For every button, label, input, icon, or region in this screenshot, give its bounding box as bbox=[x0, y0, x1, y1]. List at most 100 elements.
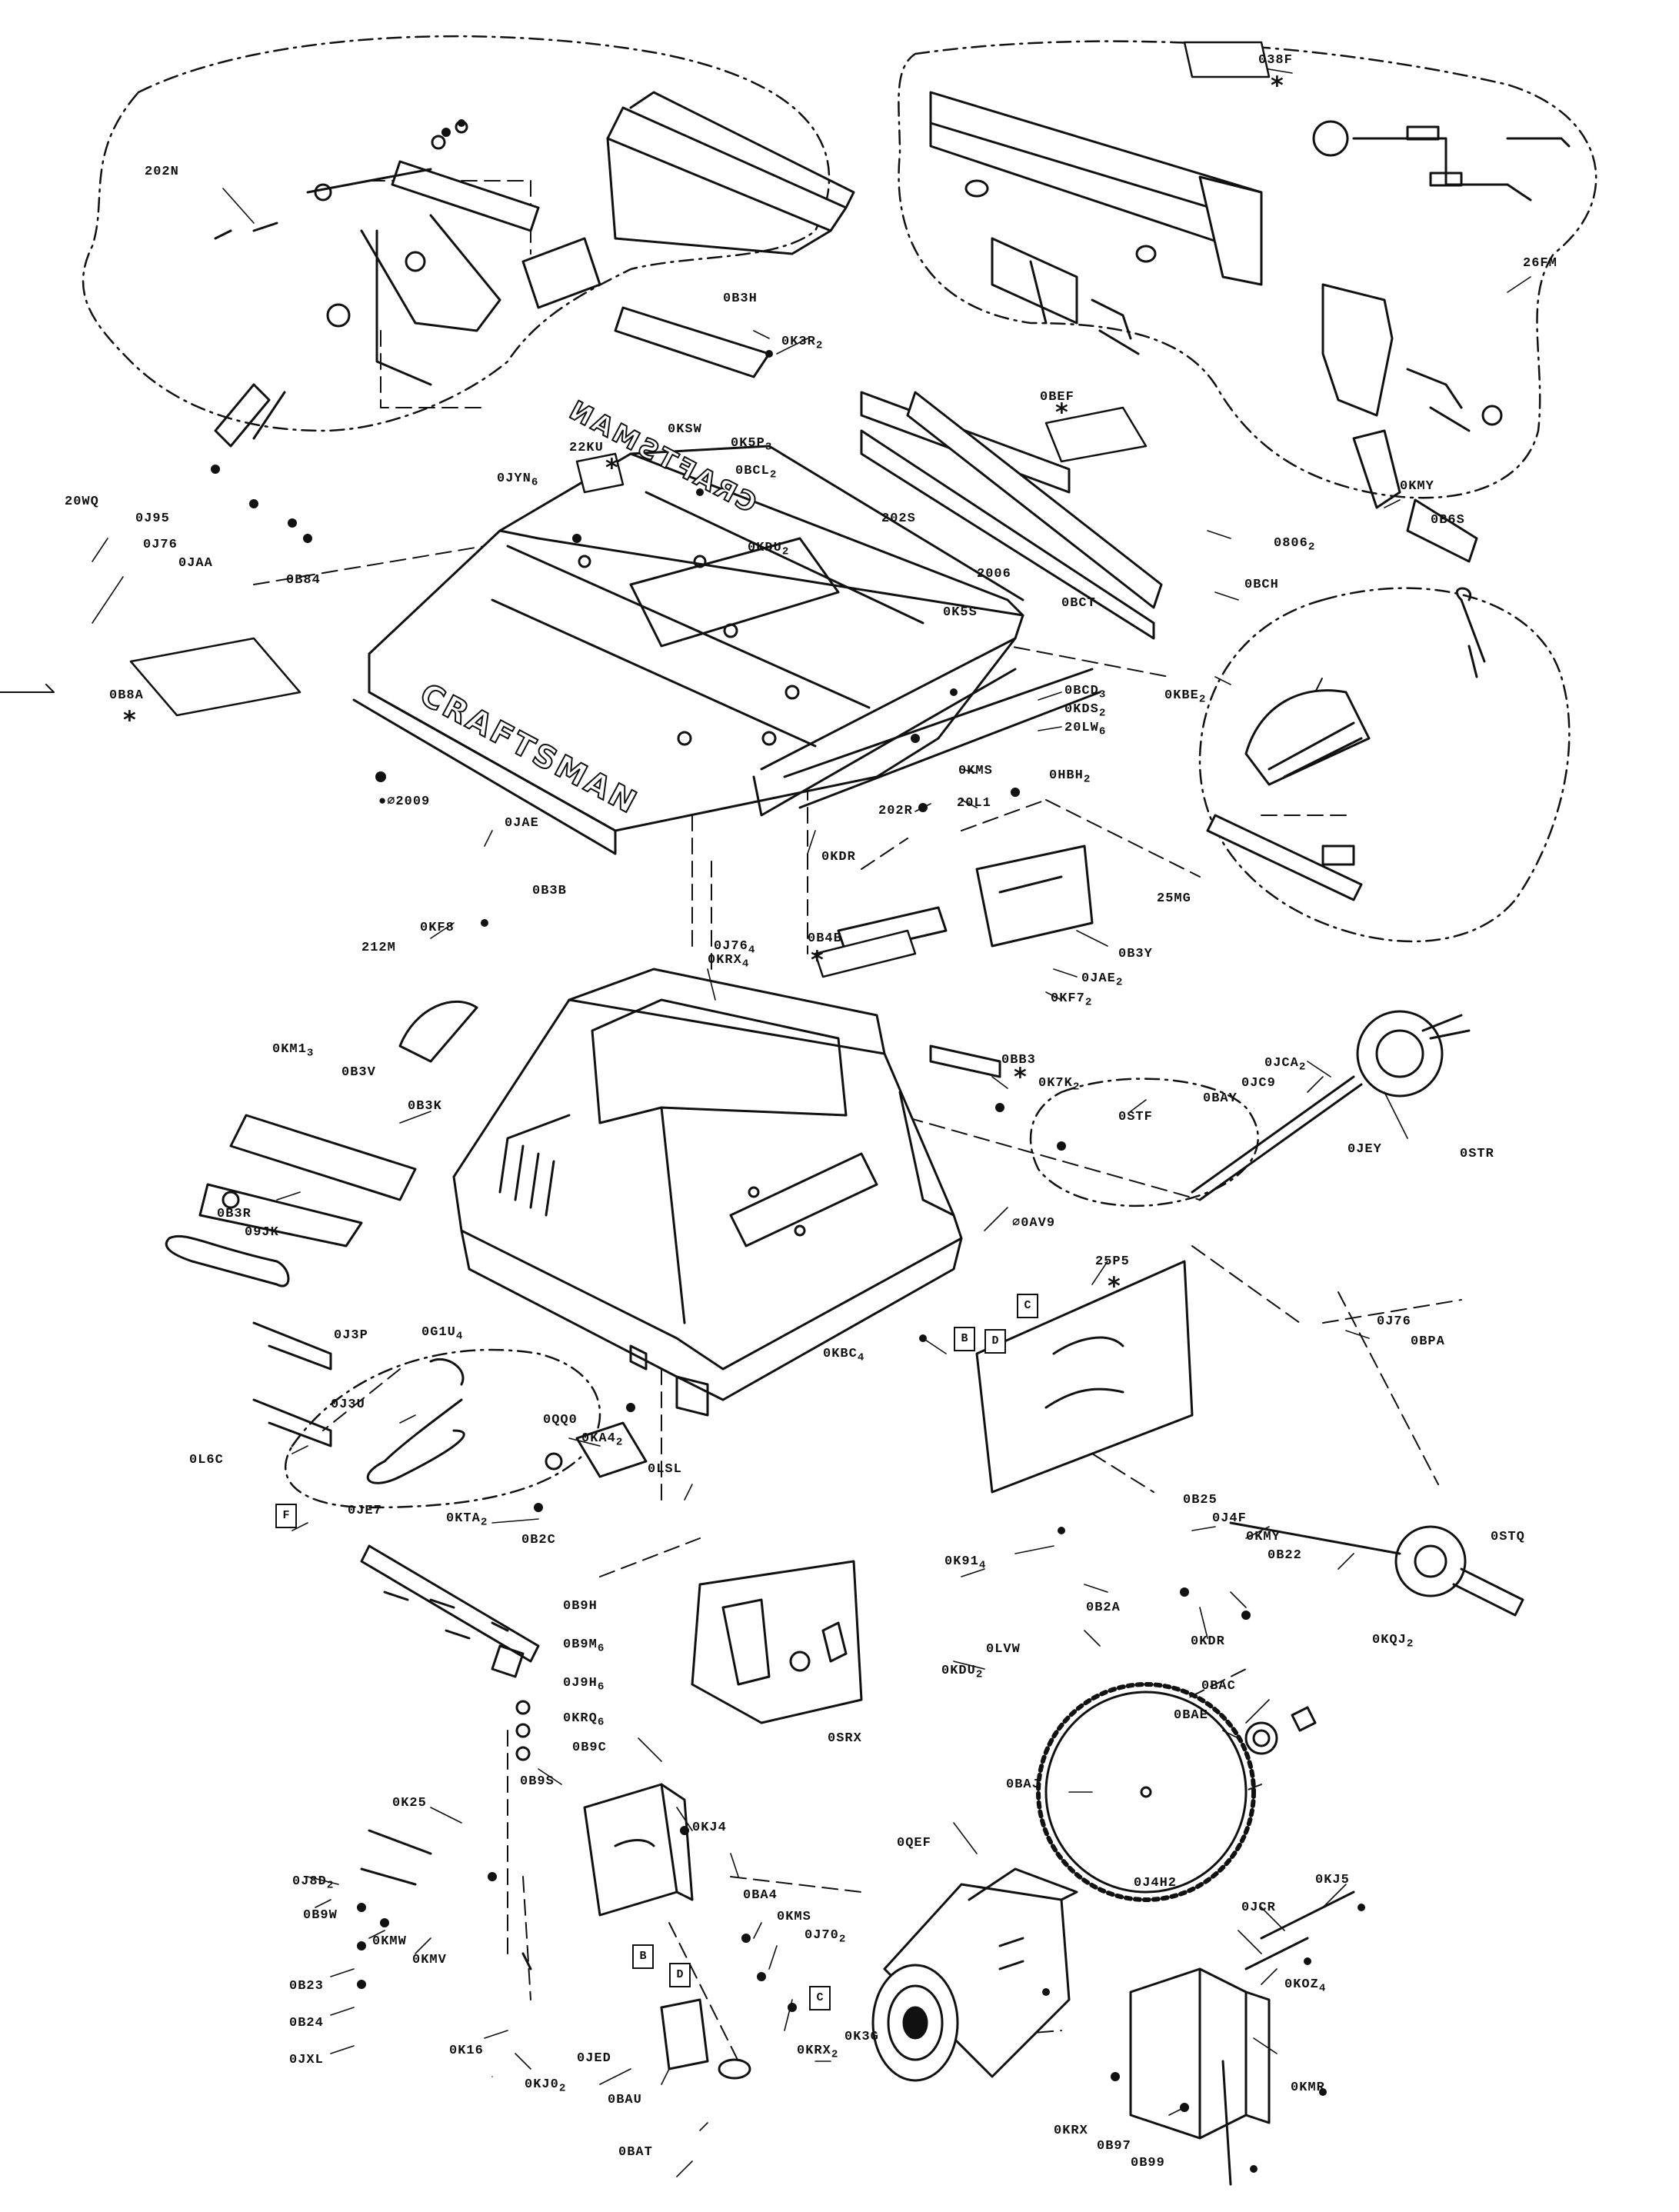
part-label-0KJ0: 0KJ02 bbox=[525, 2077, 567, 2095]
part-label-0SRX: 0SRX bbox=[828, 1731, 862, 1746]
part-label-0J70: 0J702 bbox=[805, 1928, 847, 1946]
part-label-0STR: 0STR bbox=[1460, 1147, 1494, 1161]
part-label-0KDR-a: 0KDR bbox=[821, 850, 856, 864]
part-label-0KM1: 0KM13 bbox=[272, 1042, 315, 1060]
part-label-0BCH: 0BCH bbox=[1244, 578, 1279, 592]
part-label-0KJ5: 0KJ5 bbox=[1315, 1873, 1350, 1887]
note-star-0B4B: * bbox=[811, 945, 824, 974]
part-label-0JAE: 0JAE bbox=[505, 816, 539, 831]
part-label-0KDR-b: 0KDR bbox=[1191, 1634, 1225, 1649]
marker-box-b-lower: B bbox=[632, 1944, 654, 1969]
part-label-2006: 2006 bbox=[977, 567, 1011, 581]
blade-guard-and-plates bbox=[165, 844, 1194, 1494]
part-label-0K3R: 0K3R2 bbox=[781, 335, 824, 352]
part-label-0B6S: 0B6S bbox=[1431, 513, 1465, 528]
part-label-212M: 212M bbox=[361, 941, 396, 955]
part-label-0KRX-b: 0KRX bbox=[1054, 2124, 1088, 2138]
assembly-outline-26FM bbox=[898, 40, 1597, 499]
part-label-0B99: 0B99 bbox=[1131, 2156, 1165, 2170]
part-label-0BAJ: 0BAJ bbox=[1006, 1777, 1041, 1792]
part-label-0B8A: 0B8A bbox=[109, 688, 144, 703]
part-label-038F: 038F bbox=[1258, 53, 1293, 68]
part-label-0KMS-a: 0KMS bbox=[958, 764, 993, 778]
part-label-0STF: 0STF bbox=[1118, 1110, 1153, 1124]
fence-rails bbox=[614, 306, 1163, 809]
part-label-0B3R: 0B3R bbox=[217, 1207, 252, 1221]
part-label-0L6C: 0L6C bbox=[189, 1453, 224, 1467]
part-label-22KU: 22KU bbox=[569, 441, 604, 455]
marker-box-c-lower: C bbox=[809, 1986, 831, 2010]
part-label-0B9M: 0B9M6 bbox=[563, 1637, 605, 1655]
part-label-0HBH: 0HBH2 bbox=[1049, 768, 1091, 786]
part-label-0JCA: 0JCA2 bbox=[1264, 1056, 1307, 1074]
part-label-25P5: 25P5 bbox=[1095, 1254, 1130, 1269]
part-label-0B22: 0B22 bbox=[1268, 1548, 1302, 1563]
part-label-0BCT: 0BCT bbox=[1061, 596, 1096, 611]
part-label-0B9S: 0B9S bbox=[520, 1774, 555, 1789]
part-label-0JAA: 0JAA bbox=[178, 556, 213, 571]
part-label-09JK: 09JK bbox=[245, 1225, 279, 1240]
part-label-0B97: 0B97 bbox=[1097, 2139, 1131, 2154]
note-star-0BB3: * bbox=[1014, 1062, 1027, 1091]
part-label-0AV9: ∅0AV9 bbox=[1012, 1216, 1056, 1231]
part-label-0G1U: 0G1U4 bbox=[421, 1325, 464, 1343]
part-label-0B9W: 0B9W bbox=[303, 1908, 338, 1923]
table-top bbox=[352, 445, 1024, 855]
part-label-0KF7: 0KF72 bbox=[1051, 991, 1093, 1009]
part-label-0BCD: 0BCD3 bbox=[1064, 684, 1107, 701]
part-label-0JAE-2: 0JAE2 bbox=[1081, 971, 1124, 989]
switch-assembly-group bbox=[929, 91, 1571, 563]
part-label-0B2A: 0B2A bbox=[1086, 1601, 1121, 1615]
part-label-0K5S: 0K5S bbox=[943, 605, 978, 620]
part-label-0B25: 0B25 bbox=[1183, 1493, 1218, 1507]
part-label-2009: ●∅2009 bbox=[378, 795, 431, 809]
part-label-0K5P: 0K5P3 bbox=[731, 436, 773, 454]
part-label-0KMY-b: 0KMY bbox=[1246, 1530, 1281, 1544]
part-label-0JYN: 0JYN6 bbox=[497, 471, 539, 489]
part-label-0KBE: 0KBE2 bbox=[1164, 688, 1207, 706]
note-star-0B8A: * bbox=[123, 705, 136, 735]
rip-fence-group bbox=[214, 91, 855, 448]
part-label-0KMW: 0KMW bbox=[372, 1934, 407, 1949]
part-label-202S: 202S bbox=[881, 511, 916, 526]
assembly-outline-25MG bbox=[1198, 587, 1571, 943]
part-label-0KSW: 0KSW bbox=[668, 422, 702, 437]
part-label-0J76-a: 0J76 bbox=[143, 538, 178, 552]
part-label-0B23: 0B23 bbox=[289, 1979, 324, 1994]
motor-cover bbox=[1129, 1891, 1355, 2186]
part-label-0LVW: 0LVW bbox=[986, 1642, 1021, 1657]
part-label-0K7K: 0K7K2 bbox=[1038, 1076, 1081, 1094]
part-label-0B3K: 0B3K bbox=[408, 1099, 442, 1114]
part-label-0K91: 0K914 bbox=[944, 1554, 987, 1572]
part-label-0KRX-4: 0KRX4 bbox=[708, 953, 750, 971]
part-label-0B9H: 0B9H bbox=[563, 1599, 598, 1614]
marker-box-b-upper: B bbox=[954, 1327, 975, 1351]
note-star-038F: * bbox=[1271, 71, 1284, 100]
part-label-0J76-b: 0J76 bbox=[1377, 1314, 1411, 1329]
part-label-0JCR: 0JCR bbox=[1241, 1901, 1276, 1915]
part-label-0KDS: 0KDS2 bbox=[1064, 702, 1107, 720]
part-label-0B4B: 0B4B bbox=[808, 931, 842, 946]
handwheels bbox=[1191, 1010, 1524, 1617]
part-label-0J4F: 0J4F bbox=[1212, 1511, 1247, 1526]
tilt-shaft-assembly bbox=[360, 1544, 540, 1761]
part-label-0KMS-b: 0KMS bbox=[777, 1910, 811, 1924]
part-label-0KOZ: 0KOZ4 bbox=[1284, 1977, 1327, 1995]
part-label-0J4H2: 0J4H2 bbox=[1134, 1876, 1178, 1891]
part-label-0J95: 0J95 bbox=[135, 511, 170, 526]
part-label-0KA4: 0KA42 bbox=[581, 1431, 624, 1449]
note-star-0BEF: * bbox=[1055, 398, 1068, 427]
part-label-0BA4: 0BA4 bbox=[743, 1888, 778, 1903]
part-label-0BEF: 0BEF bbox=[1040, 390, 1074, 405]
fasteners bbox=[211, 119, 1365, 2173]
part-label-20LW: 20LW6 bbox=[1064, 721, 1107, 738]
part-label-0B3B: 0B3B bbox=[532, 884, 567, 898]
part-label-0KMR: 0KMR bbox=[1291, 2080, 1325, 2095]
bracket-0SRX bbox=[691, 1560, 863, 1724]
marker-box-f: F bbox=[275, 1504, 297, 1528]
part-label-0BAT: 0BAT bbox=[618, 2145, 653, 2160]
part-label-0KQJ: 0KQJ2 bbox=[1372, 1633, 1414, 1651]
part-label-26FM: 26FM bbox=[1523, 256, 1557, 271]
part-label-0JED: 0JED bbox=[577, 2051, 611, 2066]
